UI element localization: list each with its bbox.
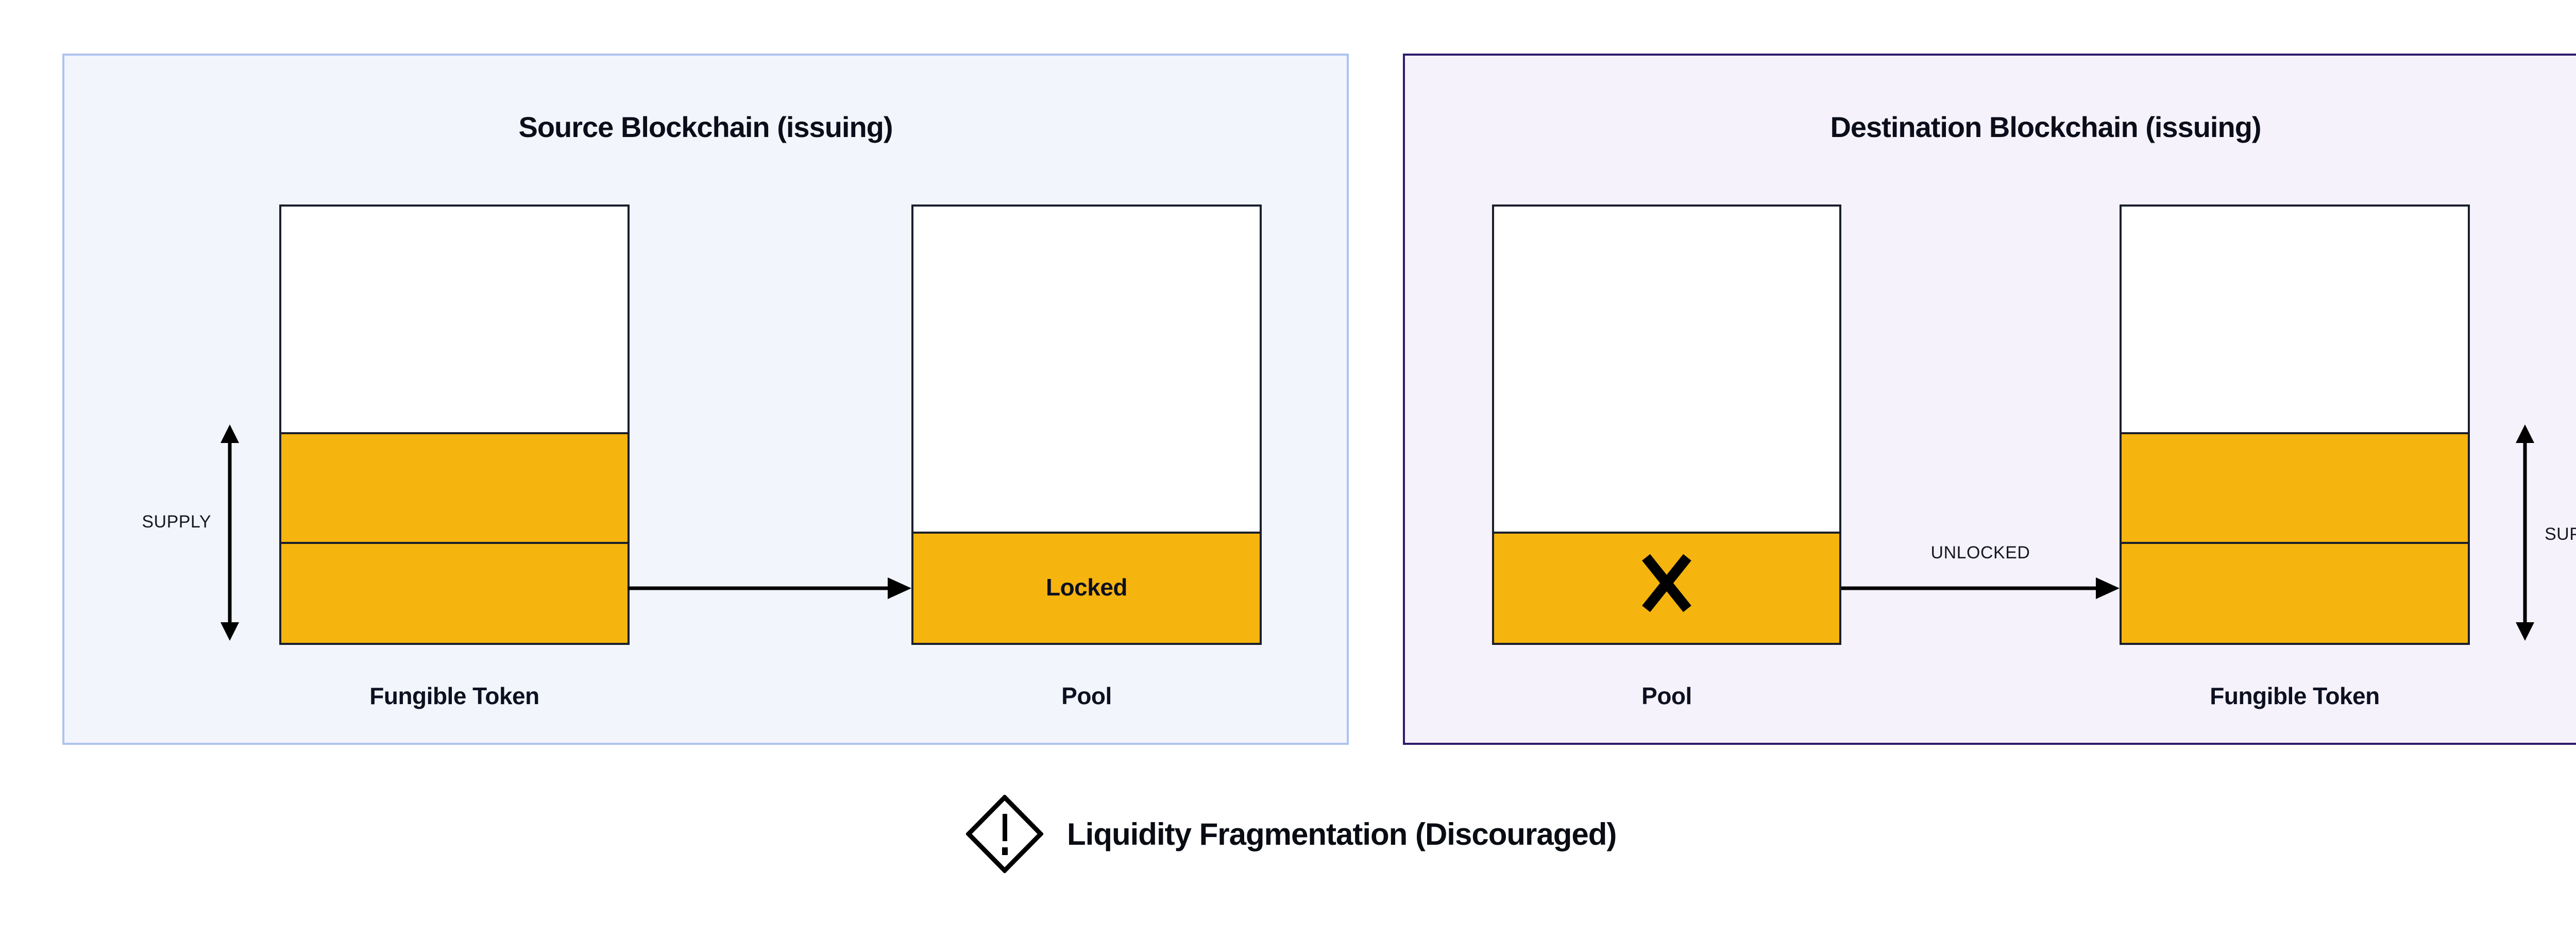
source-pool-bar: Locked	[911, 204, 1262, 645]
caption-text: Liquidity Fragmentation (Discouraged)	[1067, 816, 1617, 851]
supply-label: SUPPLY	[142, 512, 211, 532]
pool-unlocked-segment	[1494, 532, 1839, 643]
destination-pool-label: Pool	[1641, 683, 1692, 709]
destination-fungible-token-bar	[2120, 204, 2470, 645]
cross-icon	[1641, 554, 1692, 612]
supply-range-arrow	[219, 424, 240, 641]
caption-row: Liquidity Fragmentation (Discouraged)	[966, 795, 1617, 873]
supply-label: SUPPLY	[2545, 524, 2576, 544]
destination-pool-bar	[1492, 204, 1841, 645]
token-supply-upper-segment	[281, 432, 628, 542]
lock-transfer-arrow	[628, 572, 911, 605]
locked-label: Locked	[1045, 574, 1128, 601]
token-supply-lower-segment	[281, 542, 628, 643]
destination-blockchain-panel: Destination Blockchain (issuing) Pool UN…	[1403, 54, 2576, 745]
source-panel-title: Source Blockchain (issuing)	[518, 111, 893, 143]
source-pool-label: Pool	[1061, 683, 1112, 709]
unlocked-label: UNLOCKED	[1930, 543, 2030, 562]
token-supply-upper-segment	[2122, 432, 2468, 542]
destination-fungible-token-label: Fungible Token	[2210, 683, 2380, 709]
source-fungible-token-bar	[279, 204, 630, 645]
supply-range-arrow	[2515, 424, 2535, 641]
pool-locked-segment: Locked	[913, 532, 1260, 643]
token-supply-lower-segment	[2122, 542, 2468, 643]
source-blockchain-panel: Source Blockchain (issuing) SUPPLY Fungi…	[62, 54, 1349, 745]
destination-panel-title: Destination Blockchain (issuing)	[1830, 111, 2261, 143]
source-fungible-token-label: Fungible Token	[369, 683, 539, 709]
warning-diamond-icon	[966, 795, 1043, 873]
unlock-transfer-arrow	[1841, 572, 2120, 605]
